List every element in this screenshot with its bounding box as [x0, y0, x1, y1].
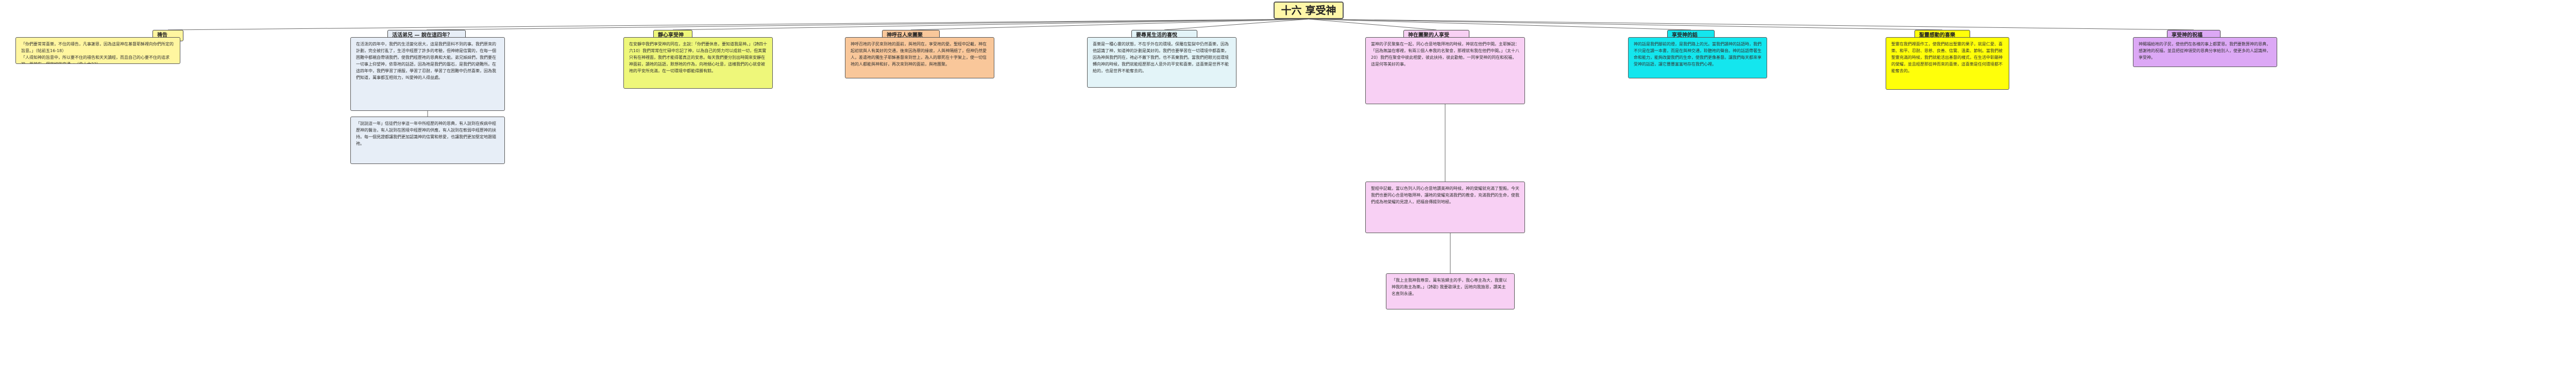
topic-note-text: 「說說這一年」信徒們分享這一年中所經歷的神的恩典，有人說到在疾病中經歷神的醫治，… — [356, 121, 496, 146]
topic-note[interactable]: 「你們要常常喜樂，不住的禱告，凡事謝恩，因為這是神在基督耶穌裡向你們所定的旨意。… — [15, 37, 180, 64]
connector-line — [910, 19, 1309, 30]
topic-note-text: 「你們要常常喜樂，不住的禱告，凡事謝恩，因為這是神在基督耶穌裡向你們所定的旨意。… — [21, 42, 174, 63]
topic-note[interactable]: 「說說這一年」信徒們分享這一年中所經歷的神的恩典，有人說到在疾病中經歷神的醫治，… — [350, 117, 505, 164]
topic-note[interactable]: 喜樂是一種心靈的狀態，不在乎外在的環境。保羅在監獄中仍然喜樂，因為他認識了神，知… — [1087, 37, 1236, 88]
topic-note-text: 在活泼的四年中，我們的生活變化很大，這是我們意料不到的事。我們原來的計劃，完全被… — [356, 42, 496, 80]
connector-line — [1308, 19, 1691, 30]
topic-note[interactable]: 神的話是我們腳前的燈，是我們路上的光。當我們讀神的話語時，我們不只是在讀一本書，… — [1628, 37, 1767, 78]
topic-note-text: 喜樂是一種心靈的狀態，不在乎外在的環境。保羅在監獄中仍然喜樂，因為他認識了神，知… — [1093, 42, 1229, 73]
connector-line — [167, 19, 1309, 30]
topic-note[interactable]: 在活泼的四年中，我們的生活變化很大，這是我們意料不到的事。我們原來的計劃，完全被… — [350, 37, 505, 111]
topic-note-text: 聖靈在我們裡面作工，使我們結出聖靈的果子，就是仁愛、喜樂、和平、忍耐、恩慈、良善… — [1891, 42, 2003, 73]
connector-line — [672, 19, 1309, 30]
root-topic[interactable]: 十六 享受神 — [1274, 2, 1344, 19]
topic-note-text: 聖經中記載，當以色列人同心合意地讚美神的時候，神的榮耀就充滿了聖殿。今天我們也要… — [1371, 186, 1519, 204]
connector-line — [1164, 19, 1309, 30]
topic-note-text: 當神的子民聚集在一起，同心合意地敬拜祂的時候，神就在他們中間。主耶穌說：「因為無… — [1371, 42, 1519, 67]
topic-note[interactable]: 聖靈在我們裡面作工，使我們結出聖靈的果子，就是仁愛、喜樂、和平、忍耐、恩慈、良善… — [1886, 37, 2009, 90]
topic-note-text: 神的話是我們腳前的燈，是我們路上的光。當我們讀神的話語時，我們不只是在讀一本書，… — [1634, 42, 1761, 67]
topic-note[interactable]: 在安靜中我們享受神的同在，主說：「你們要休息，要知道我是神。」（詩四十六10）我… — [623, 37, 773, 89]
connector-line — [426, 19, 1309, 30]
topic-note-text: 神賜福給祂的子民，使他們在各樣的事上都蒙恩。我們要數算神的恩典，感謝祂的祝福，並… — [2139, 42, 2270, 60]
topic-note[interactable]: 當神的子民聚集在一起，同心合意地敬拜祂的時候，神就在他們中間。主耶穌說：「因為無… — [1365, 37, 1525, 104]
connector-line — [1308, 19, 1437, 30]
topic-note[interactable]: 神呼召祂的子民來到祂的面前，與祂同在，享受祂的愛。聖經中記載，神在起初就與人有美… — [845, 37, 994, 78]
topic-note[interactable]: 神賜福給祂的子民，使他們在各樣的事上都蒙恩。我們要數算神的恩典，感謝祂的祝福，並… — [2133, 37, 2277, 67]
topic-note-text: 在安靜中我們享受神的同在，主說：「你們要休息，要知道我是神。」（詩四十六10）我… — [629, 42, 767, 73]
connector-line — [1308, 19, 2194, 30]
connector-line — [1308, 19, 1943, 30]
topic-note[interactable]: 「我上主我神我尊崇，萬有皆歸主的手，我心尊主為大，我靈以神我的救主為樂。」（詩歌… — [1386, 273, 1515, 309]
topic-note[interactable]: 聖經中記載，當以色列人同心合意地讚美神的時候，神的榮耀就充滿了聖殿。今天我們也要… — [1365, 182, 1525, 233]
topic-note-text: 神呼召祂的子民來到祂的面前，與祂同在，享受祂的愛。聖經中記載，神在起初就與人有美… — [851, 42, 987, 67]
topic-note-text: 「我上主我神我尊崇，萬有皆歸主的手，我心尊主為大，我靈以神我的救主為樂。」（詩歌… — [1392, 278, 1507, 296]
